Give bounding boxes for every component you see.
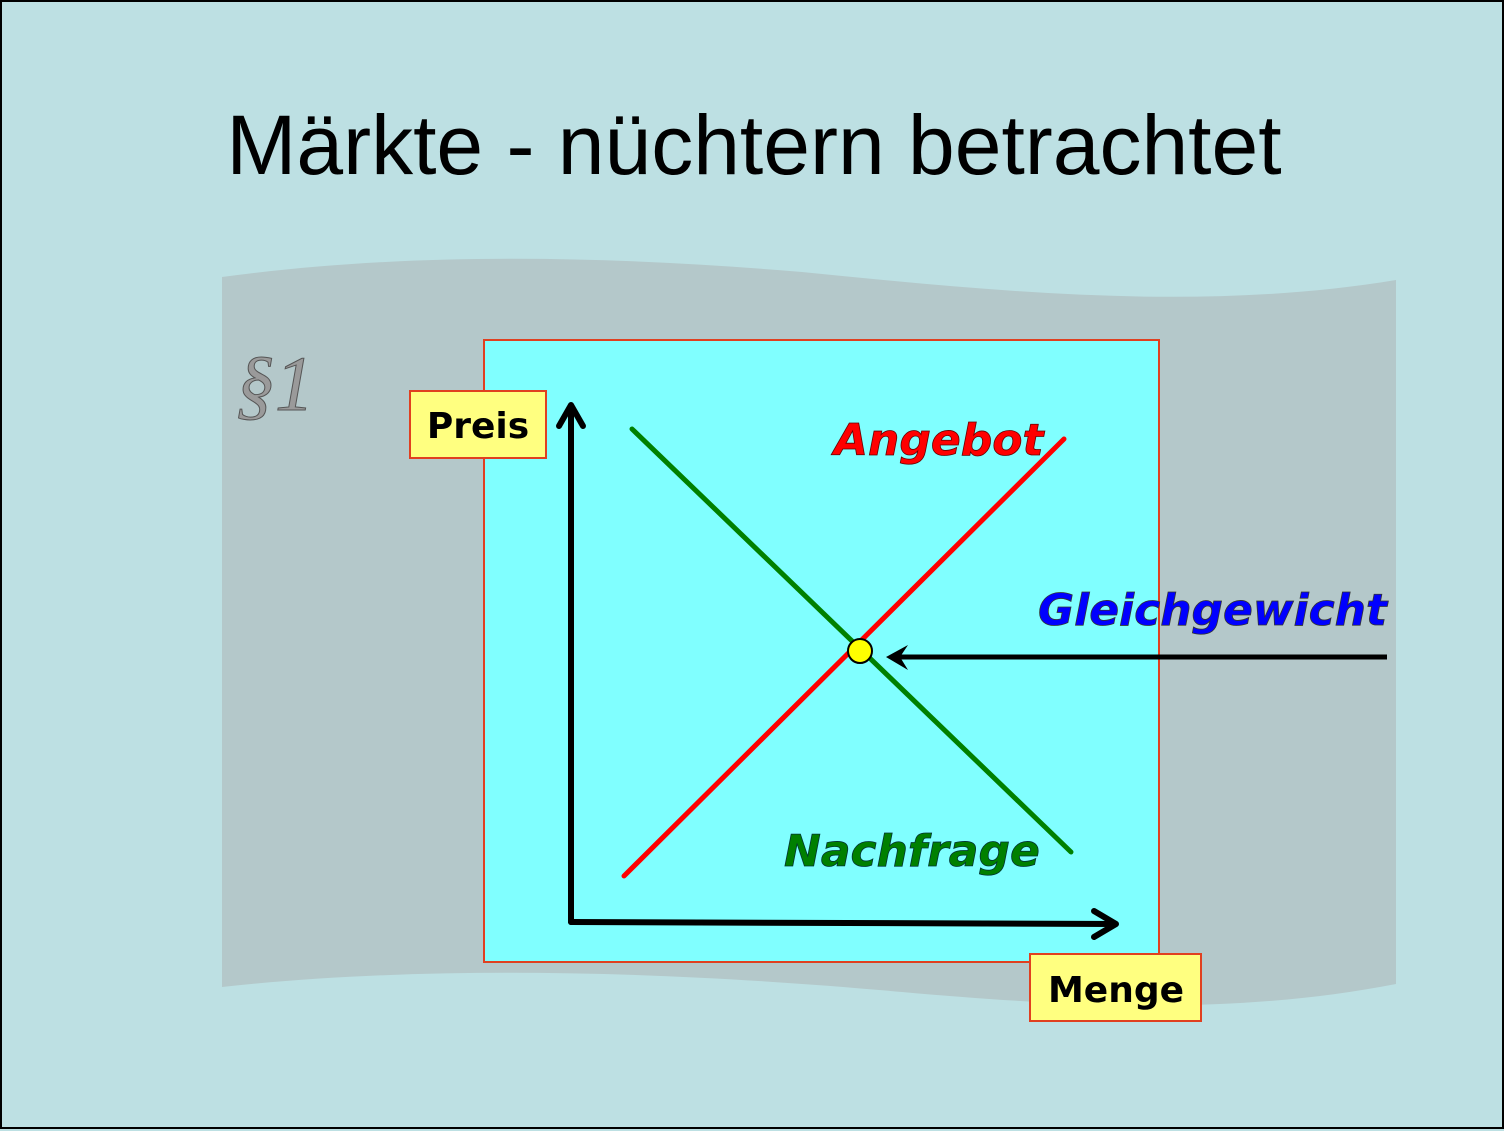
quantity-label: Menge bbox=[1048, 970, 1184, 1011]
equilibrium-label: Gleichgewicht bbox=[1038, 585, 1389, 636]
y-axis-arrowhead bbox=[556, 402, 586, 429]
price-label-box: Preis bbox=[409, 390, 547, 459]
demand-curve bbox=[629, 426, 1074, 855]
x-axis-arrowhead bbox=[1091, 908, 1119, 940]
equilibrium-point bbox=[847, 638, 873, 664]
x-axis bbox=[568, 919, 1118, 927]
section-mark: §1 bbox=[236, 340, 314, 427]
demand-label: Nachfrage bbox=[784, 826, 1040, 877]
slide-title: Märkte - nüchtern betrachtet bbox=[226, 98, 1281, 192]
plot-area bbox=[483, 339, 1160, 963]
supply-curve bbox=[621, 436, 1067, 879]
supply-label: Angebot bbox=[831, 415, 1045, 466]
equilibrium-arrowhead bbox=[886, 645, 908, 670]
quantity-label-box: Menge bbox=[1029, 953, 1202, 1022]
price-label: Preis bbox=[427, 406, 529, 447]
